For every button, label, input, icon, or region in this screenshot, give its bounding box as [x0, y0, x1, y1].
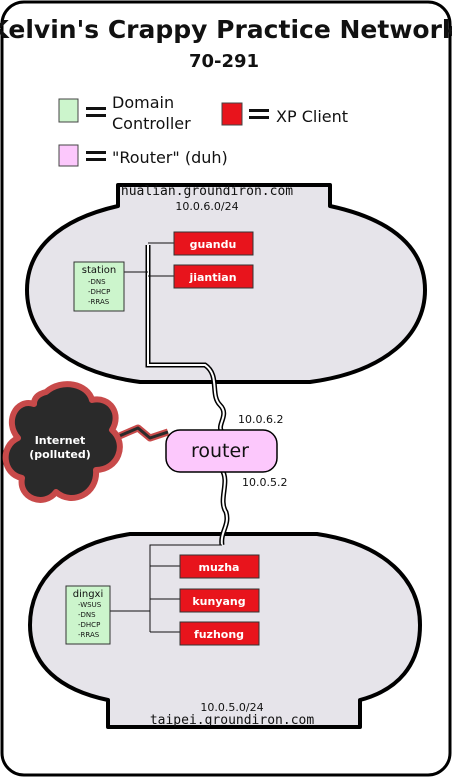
legend-dc-equals-top: [86, 107, 106, 110]
router-node[interactable]: [165, 429, 278, 473]
top-dc-name: station: [82, 265, 116, 276]
legend-dc-label-line2: Controller: [112, 114, 191, 133]
legend-router-label: "Router" (duh): [112, 148, 228, 167]
top-network-domain: hualian.groundiron.com: [121, 184, 293, 199]
client-kunyang[interactable]: [179, 588, 260, 613]
router-ip-top: 10.0.6.2: [238, 413, 283, 426]
legend-router-equals-top: [86, 151, 106, 154]
router-ip-bottom: 10.0.5.2: [242, 476, 287, 489]
bottom-dc-service: -DHCP: [78, 621, 100, 629]
internet-label-line2: (polluted): [29, 448, 90, 461]
client-jiantian-label: jiantian: [188, 271, 236, 284]
legend-router-equals-bottom: [86, 158, 106, 161]
internet-link: [109, 426, 169, 442]
top-domain-controller[interactable]: [73, 261, 125, 312]
bottom-network-subnet: 10.0.5.0/24: [200, 701, 263, 714]
top-router-cable-inner: [147, 245, 225, 433]
client-guandu[interactable]: [173, 231, 254, 256]
client-guandu-label: guandu: [190, 238, 237, 251]
top-dc-service: -DHCP: [88, 288, 110, 296]
client-kunyang-label: kunyang: [192, 595, 245, 608]
legend-dc-label-line1: Domain: [112, 93, 174, 112]
internet-cloud: [2, 381, 123, 503]
client-muzha[interactable]: [179, 554, 260, 579]
legend-dc-swatch: [58, 98, 79, 123]
router-label: router: [191, 440, 249, 462]
legend-dc-equals-bottom: [86, 114, 106, 117]
legend-router-swatch: [58, 144, 79, 167]
bottom-backbone-link: [149, 544, 222, 632]
top-dc-service: -RRAS: [88, 298, 110, 306]
top-network-subnet: 10.0.6.0/24: [175, 200, 238, 213]
bottom-dc-service: -DNS: [78, 611, 96, 619]
legend-xp-label: XP Client: [276, 107, 348, 126]
top-dc-service: -DNS: [88, 278, 106, 286]
diagram-subtitle: 70-291: [189, 51, 259, 72]
client-fuzhong[interactable]: [179, 621, 260, 646]
legend-xp-swatch: [221, 102, 243, 126]
client-muzha-label: muzha: [199, 561, 240, 574]
bottom-domain-controller[interactable]: [65, 585, 111, 645]
internet-label-line1: Internet: [35, 434, 86, 447]
bottom-dc-name: dingxi: [73, 589, 104, 600]
bottom-dc-service: -RRAS: [78, 631, 100, 639]
client-fuzhong-label: fuzhong: [194, 628, 244, 641]
bottom-network-domain: taipei.groundiron.com: [150, 713, 315, 728]
diagram-title: Kelvin's Crappy Practice Network: [0, 15, 452, 44]
legend-xp-equals-top: [249, 109, 269, 112]
bottom-router-cable-inner: [220, 469, 228, 546]
client-jiantian[interactable]: [173, 264, 254, 289]
legend-xp-equals-bottom: [249, 116, 269, 119]
bottom-dc-service: -WSUS: [78, 601, 102, 609]
